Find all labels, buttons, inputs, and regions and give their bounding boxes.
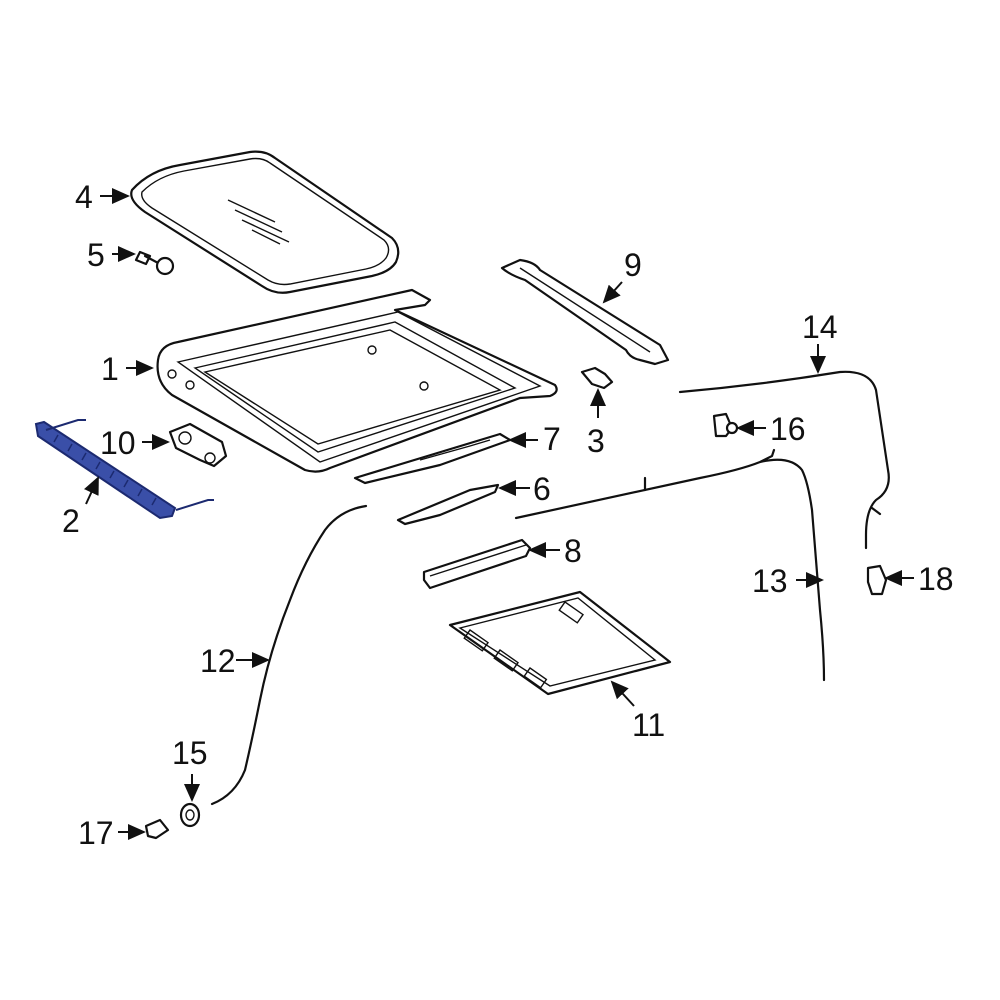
bolt-part-5[interactable] bbox=[134, 250, 175, 276]
callout-2: 2 bbox=[62, 503, 80, 539]
callout-13: 13 bbox=[752, 563, 788, 599]
drain-hose-part-13[interactable] bbox=[514, 448, 826, 682]
callout-11: 11 bbox=[632, 707, 665, 743]
sunshade-part-11[interactable] bbox=[448, 590, 672, 696]
glass-panel-part-4[interactable] bbox=[130, 150, 400, 294]
callout-17: 17 bbox=[78, 815, 114, 851]
callout-16: 16 bbox=[770, 411, 806, 447]
callout-18: 18 bbox=[918, 561, 954, 597]
callout-4: 4 bbox=[75, 179, 93, 215]
clip-part-16[interactable] bbox=[712, 412, 739, 438]
frame-part-1[interactable] bbox=[156, 288, 558, 473]
callout-5: 5 bbox=[87, 237, 105, 273]
leader-lines bbox=[84, 188, 914, 840]
callout-1: 1 bbox=[101, 351, 119, 387]
clip-part-3[interactable] bbox=[580, 366, 614, 390]
callout-7: 7 bbox=[543, 421, 561, 457]
callout-labels: 4 5 1 2 10 3 7 6 8 9 14 16 13 18 12 11 1… bbox=[62, 179, 954, 851]
callout-8: 8 bbox=[564, 533, 582, 569]
deflector-part-2[interactable] bbox=[34, 419, 214, 520]
callout-3: 3 bbox=[587, 423, 605, 459]
rail-part-9[interactable] bbox=[500, 258, 670, 366]
callout-10: 10 bbox=[100, 425, 136, 461]
callout-9: 9 bbox=[624, 247, 642, 283]
connector-part-18[interactable] bbox=[866, 564, 888, 596]
drain-hose-part-12[interactable] bbox=[210, 504, 368, 806]
rail-part-7[interactable] bbox=[353, 432, 512, 485]
callout-12: 12 bbox=[200, 643, 236, 679]
callout-14: 14 bbox=[802, 309, 838, 345]
drain-hose-part-14[interactable] bbox=[678, 370, 890, 550]
bracket-part-6[interactable] bbox=[396, 483, 500, 526]
guide-part-8[interactable] bbox=[422, 538, 532, 590]
callout-6: 6 bbox=[533, 471, 551, 507]
motor-part-10[interactable] bbox=[168, 422, 228, 468]
washer-part-15[interactable] bbox=[179, 802, 201, 828]
callout-15: 15 bbox=[172, 735, 208, 771]
connector-part-17[interactable] bbox=[144, 818, 170, 840]
